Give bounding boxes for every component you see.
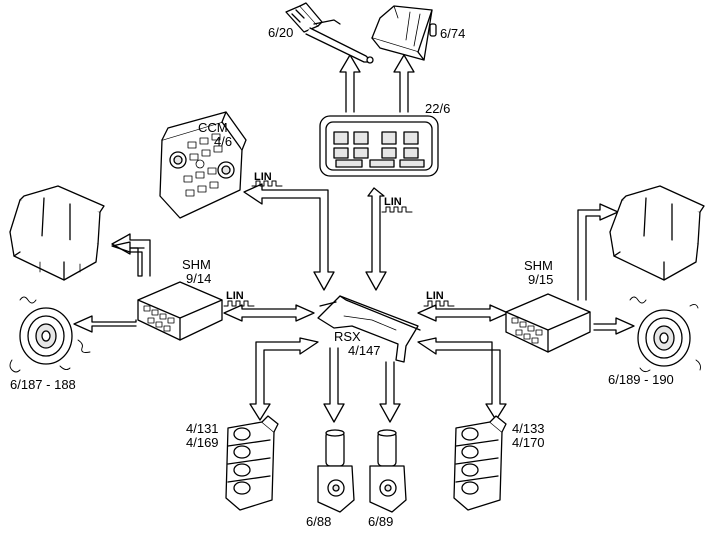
arrow-shm-left-to-heater xyxy=(73,315,137,333)
label-ccm-ref: 4/6 xyxy=(214,134,232,149)
label-antenna-ref: 6/20 xyxy=(268,25,293,40)
label-ccm-name: CCM xyxy=(198,120,228,135)
arrow-ccm-to-rsx xyxy=(243,183,335,291)
arrow-shm-right-to-heater xyxy=(593,317,635,335)
arrow-panel-to-rsx xyxy=(365,187,387,291)
sunblind-component xyxy=(371,5,437,61)
label-blind-ref: 6/74 xyxy=(440,26,465,41)
lin-bus-symbols: LIN LIN LIN LIN xyxy=(223,171,455,307)
rear-seat-right xyxy=(609,185,705,281)
arrow-rsx-to-motor-right xyxy=(379,361,401,423)
control-panel-22-6 xyxy=(319,115,439,177)
label-panel-ref: 22/6 xyxy=(425,101,450,116)
arrow-rsx-to-valves-right xyxy=(417,337,507,421)
label-heater-left-ref: 6/187 - 188 xyxy=(10,377,76,392)
antenna-rod-component xyxy=(285,2,374,64)
label-valves-left-ref1: 4/131 xyxy=(186,421,219,436)
arrow-rsx-to-shm-right xyxy=(417,304,509,322)
arrow-rsx-to-valves-left xyxy=(249,337,319,421)
svg-text:LIN: LIN xyxy=(226,290,244,302)
valve-stack-left xyxy=(225,415,279,511)
label-shm-left-ref: 9/14 xyxy=(186,271,211,286)
arrow-panel-to-antenna xyxy=(339,54,361,113)
label-valves-left-ref2: 4/169 xyxy=(186,435,219,450)
arrow-shm-right-to-seat xyxy=(577,203,619,301)
label-rsx-ref: 4/147 xyxy=(348,343,381,358)
arrow-rsx-to-shm-left xyxy=(223,304,315,322)
valve-stack-right xyxy=(453,415,507,511)
lin-symbol-shm-left: LIN xyxy=(223,290,255,307)
lin-symbol-shm-right: LIN xyxy=(423,290,455,307)
label-valves-right-ref1: 4/133 xyxy=(512,421,545,436)
label-valves-right-ref2: 4/170 xyxy=(512,435,545,450)
motor-left xyxy=(317,429,355,513)
lin-symbol-panel: LIN xyxy=(381,196,413,213)
arrow-panel-to-blind xyxy=(393,54,415,113)
rsx-module xyxy=(317,295,421,363)
ccm-module xyxy=(159,111,247,219)
label-shm-right-ref: 9/15 xyxy=(528,272,553,287)
reference-labels: 6/20 6/74 22/6 CCM 4/6 SHM 9/14 SHM 9/15… xyxy=(10,25,674,529)
rear-seat-left xyxy=(9,185,105,281)
label-shm-left-name: SHM xyxy=(182,257,211,272)
shm-left-module xyxy=(137,281,223,341)
arrow-rsx-to-motor-left xyxy=(323,347,345,423)
label-rsx-name: RSX xyxy=(334,329,361,344)
label-heater-right-ref: 6/189 - 190 xyxy=(608,372,674,387)
motor-right xyxy=(369,429,407,513)
svg-text:LIN: LIN xyxy=(254,171,272,183)
seat-heater-left xyxy=(9,296,91,373)
shm-right-module xyxy=(505,293,591,353)
label-motor-right-ref: 6/89 xyxy=(368,514,393,529)
svg-text:LIN: LIN xyxy=(384,196,402,208)
svg-text:LIN: LIN xyxy=(426,290,444,302)
lin-symbol-ccm: LIN xyxy=(251,171,283,187)
connection-arrows xyxy=(73,54,635,423)
seat-heater-right xyxy=(629,296,701,373)
label-motor-left-ref: 6/88 xyxy=(306,514,331,529)
label-shm-right-name: SHM xyxy=(524,258,553,273)
